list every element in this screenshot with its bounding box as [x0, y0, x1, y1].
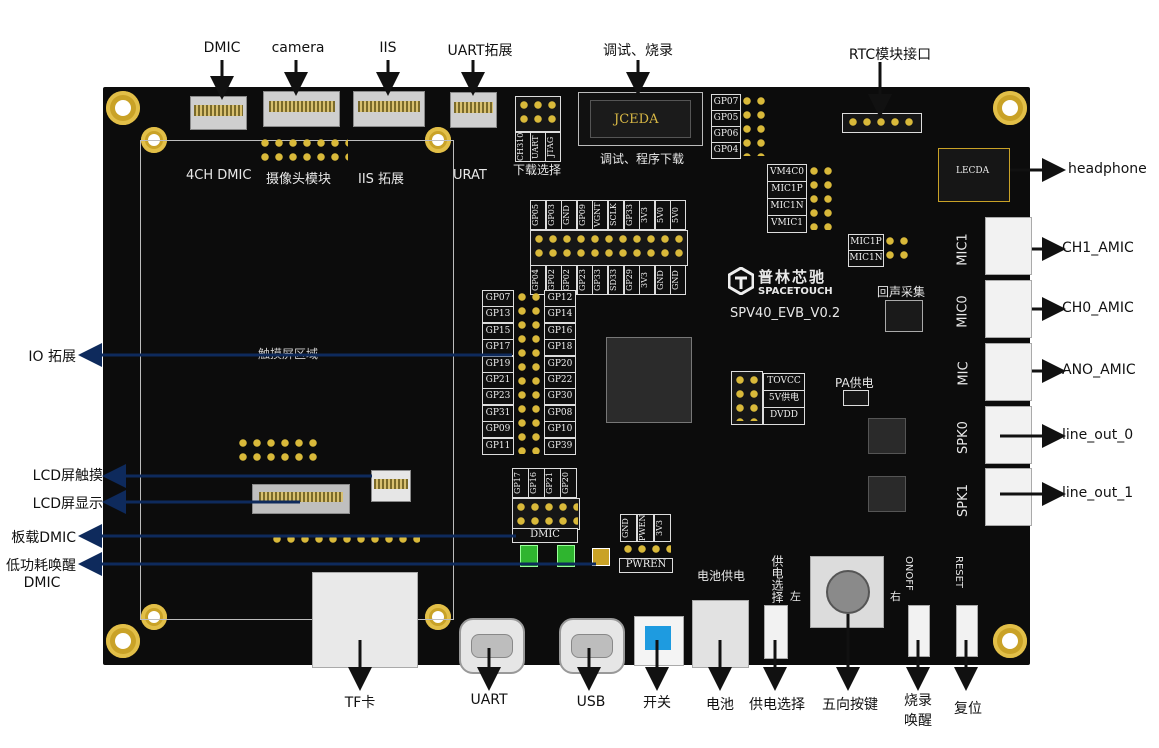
mounting-hole: [106, 624, 140, 658]
io-ext-pins: [515, 290, 543, 454]
callout-line-out-1: line_out_1: [1062, 485, 1134, 501]
callout-flash-wake-2: 唤醒: [904, 713, 932, 729]
status-led: [557, 545, 575, 567]
callout-five-way: 五向按键: [822, 697, 878, 713]
five-way-button-cap[interactable]: [826, 570, 870, 614]
main-gp-pins: [532, 232, 686, 262]
debug-download-silk: 调试、程序下载: [600, 152, 685, 166]
lcd-display-connector: [252, 484, 350, 514]
lcd-touch-connector: [371, 470, 411, 502]
lowpower-dmic-chip: [592, 548, 610, 566]
callout-power-select: 供电选择: [749, 697, 805, 713]
callout-uart: UART: [470, 692, 508, 708]
headphone-chip-label: LECDA: [956, 166, 990, 176]
callout-headphone: headphone: [1068, 161, 1147, 177]
mounting-hole: [425, 604, 451, 630]
rtc-pins: [846, 115, 918, 129]
urat-silk: URAT: [453, 168, 487, 183]
callout-onboard-dmic: 板载DMIC: [11, 530, 76, 546]
callout-battery: 电池: [706, 697, 734, 713]
brand-cn: 普林芯驰: [758, 268, 827, 286]
mic1-connector: [985, 217, 1032, 275]
debug-chip-label: JCEDA: [614, 112, 659, 127]
callout-reset: 复位: [954, 701, 982, 717]
pwren-silk: PWREN: [619, 558, 673, 573]
power-select-silk: 供电选择: [770, 555, 784, 603]
io-ext-left-cell: GP11: [482, 437, 514, 455]
spk1-connector: [985, 468, 1032, 526]
brand-en: SPACETOUCH: [758, 286, 833, 297]
callout-lcd-touch: LCD屏触摸: [32, 468, 103, 484]
battery-power-silk: 电池供电: [697, 569, 746, 583]
callout-rtc: RTC模块接口: [848, 47, 932, 63]
lcd-test-pads: [236, 436, 318, 462]
power-select-pins: [733, 373, 761, 421]
callout-ch1-amic: CH1_AMIC: [1062, 240, 1134, 256]
power-cell: DVDD: [763, 407, 805, 425]
mic0-connector: [985, 280, 1032, 338]
headphone-jack: [938, 148, 1010, 202]
download-select-silk: 下载选择: [513, 163, 562, 177]
callout-lowpower-wake: 低功耗唤醒: [6, 558, 76, 574]
main-mcu: [606, 337, 692, 423]
pa-power-header: [843, 390, 869, 406]
mounting-hole: [993, 624, 1027, 658]
amp-ic-0: [868, 418, 906, 454]
micin-pins: [883, 234, 911, 264]
download-select-pins: [517, 98, 559, 128]
spacetouch-logo-icon: [727, 266, 755, 296]
gp-right-pins: [740, 94, 768, 156]
callout-switch: 开关: [643, 695, 671, 711]
callout-lcd-display: LCD屏显示: [32, 496, 103, 512]
callout-ch0-amic: CH0_AMIC: [1062, 300, 1134, 316]
amp-ic-1: [868, 476, 906, 512]
callout-dmic: DMIC: [203, 40, 241, 56]
mounting-hole: [141, 604, 167, 630]
vm-pins: [807, 164, 837, 230]
camera-test-pads: [258, 136, 348, 162]
pa-power-silk: PA供电: [835, 376, 874, 390]
mic-connector: [985, 343, 1032, 401]
callout-usb: USB: [576, 694, 606, 710]
callout-lowpower-wake-dmic: DMIC: [23, 575, 61, 591]
tf-card-slot: [312, 572, 418, 668]
callout-ano-amic: ANO_AMIC: [1062, 362, 1136, 378]
pwren-pins: [621, 542, 671, 556]
callout-iis: IIS: [379, 40, 397, 56]
dmic4ch-silk: 4CH DMIC: [186, 168, 252, 183]
dmic-pins: [514, 500, 578, 528]
echo-silk: 回声采集: [877, 285, 926, 299]
iis-fpc-connector: [353, 91, 425, 127]
model-silk: SPV40_EVB_V0.2: [730, 306, 841, 321]
echo-ic: [885, 300, 923, 332]
debug-connector: [590, 100, 691, 138]
callout-camera: camera: [271, 40, 325, 56]
callout-line-out-0: line_out_0: [1062, 427, 1134, 443]
camera-module-silk: 摄像头模块: [266, 172, 332, 187]
iis-ext-silk: IIS 拓展: [358, 172, 405, 187]
io-ext-right-cell: GP39: [544, 437, 576, 455]
dmic-fpc-connector: [190, 96, 247, 130]
status-led: [520, 545, 538, 567]
camera-fpc-connector: [263, 91, 340, 127]
vm-cell: VMIC1: [767, 215, 807, 233]
callout-tf: TF卡: [344, 695, 376, 711]
callout-uart-ext: UART拓展: [447, 43, 513, 59]
callout-flash-wake: 烧录: [904, 693, 932, 709]
mounting-hole: [106, 91, 140, 125]
callout-io-ext: IO 拓展: [28, 349, 76, 365]
callout-debug-flash: 调试、烧录: [603, 43, 673, 59]
mounting-hole: [993, 91, 1027, 125]
right-silk: 右: [890, 590, 901, 603]
left-silk: 左: [790, 590, 801, 603]
